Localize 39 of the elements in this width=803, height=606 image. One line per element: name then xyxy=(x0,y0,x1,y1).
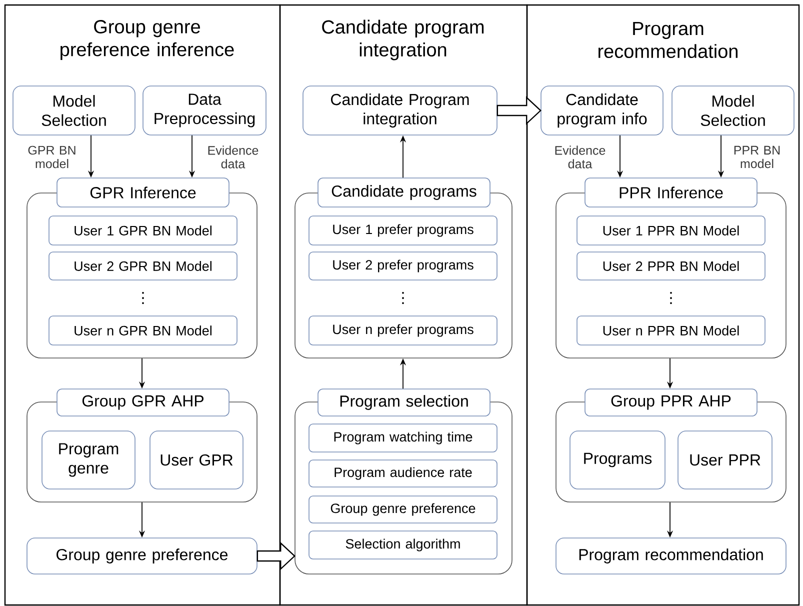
model-box: User n prefer programs xyxy=(308,316,498,346)
model-box: User n GPR BN Model xyxy=(48,316,238,346)
group-header: GPR Inference xyxy=(56,178,230,208)
process-box: Candidate Program integration xyxy=(302,86,498,136)
ellipsis: ⋮ xyxy=(402,292,404,304)
model-box: User 1 prefer programs xyxy=(308,216,498,246)
process-box: Model Selection xyxy=(12,86,136,136)
model-box: User 1 GPR BN Model xyxy=(48,216,238,246)
model-box: User n PPR BN Model xyxy=(576,316,766,346)
group-header: Group PPR AHP xyxy=(584,388,758,416)
model-box: User 2 prefer programs xyxy=(308,252,498,280)
edge-label: PPR BN model xyxy=(734,146,780,168)
process-box: Program genre xyxy=(42,430,136,490)
edge-label: Evidence data xyxy=(555,146,606,168)
block-arrow xyxy=(256,542,296,570)
ellipsis: ⋮ xyxy=(142,292,144,304)
model-box: Group genre preference xyxy=(308,496,498,524)
model-box: User 2 GPR BN Model xyxy=(48,252,238,280)
process-box: Model Selection xyxy=(672,86,794,136)
model-box: User 2 PPR BN Model xyxy=(576,252,766,280)
model-box: Program audience rate xyxy=(308,460,498,488)
edge-label: Evidence data xyxy=(208,146,258,168)
model-box: User 1 PPR BN Model xyxy=(576,216,766,246)
edge-label: GPR BN model xyxy=(28,146,76,168)
process-box: Candidate program info xyxy=(540,86,664,136)
group-header: PPR Inference xyxy=(584,178,758,208)
group-header: Group GPR AHP xyxy=(56,388,230,416)
process-box: User GPR xyxy=(150,430,244,490)
block-arrow xyxy=(496,96,542,125)
model-box: Program watching time xyxy=(308,424,498,452)
group-header: Program selection xyxy=(318,388,490,416)
process-box: Group genre preference xyxy=(26,538,258,574)
process-box: Programs xyxy=(570,430,666,490)
process-box: Program recommendation xyxy=(556,538,786,574)
group-header: Candidate programs xyxy=(318,178,490,208)
model-box: Selection algorithm xyxy=(308,530,498,560)
process-box: User PPR xyxy=(678,430,772,490)
process-box: Data Preprocessing xyxy=(142,86,266,136)
ellipsis: ⋮ xyxy=(670,292,672,304)
